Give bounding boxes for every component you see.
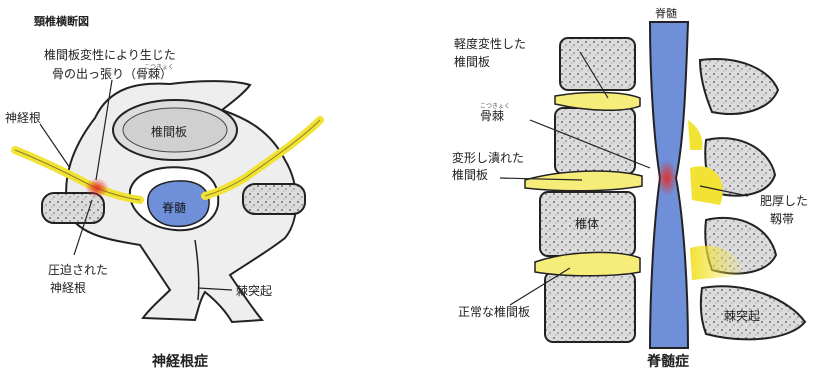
ligament-line2: 靱帯 [770, 211, 794, 227]
right-top-label: 脊髄 [655, 6, 677, 22]
osteophyte-label-line2: 骨の出っ張り（骨棘） [52, 66, 172, 82]
spinal-cord-label-left: 脊髄 [162, 200, 186, 216]
spinous-process-label-left: 棘突起 [236, 283, 272, 299]
osteophyte-label-line1: 椎間板変性により生じた [44, 47, 176, 63]
normal-disc-label: 正常な椎間板 [458, 304, 530, 320]
right-compression [657, 160, 677, 196]
ligament-line1: 肥厚した [760, 193, 808, 209]
left-header: 頸椎横断図 [34, 14, 89, 30]
osteophyte-label-right: 骨棘 [480, 108, 504, 124]
compressed-root-line2: 神経根 [50, 280, 86, 296]
compressed-root-line1: 圧迫された [48, 262, 108, 278]
right-caption: 脊髄症 [647, 354, 689, 370]
crushed-disc-line1: 変形し潰れた [452, 150, 524, 166]
right-sagittal [525, 22, 805, 348]
spinous-process-label-right: 棘突起 [724, 308, 760, 324]
vertebral-body-label: 椎体 [575, 216, 599, 232]
mild-disc-line2: 椎間板 [454, 54, 490, 70]
disc-label: 椎間板 [151, 124, 187, 140]
mild-disc-line1: 軽度変性した [454, 36, 526, 52]
left-compression [85, 178, 109, 198]
nerve-root-label: 神経根 [5, 110, 41, 126]
crushed-disc-line2: 椎間板 [452, 167, 488, 183]
left-caption: 神経根症 [152, 354, 208, 370]
